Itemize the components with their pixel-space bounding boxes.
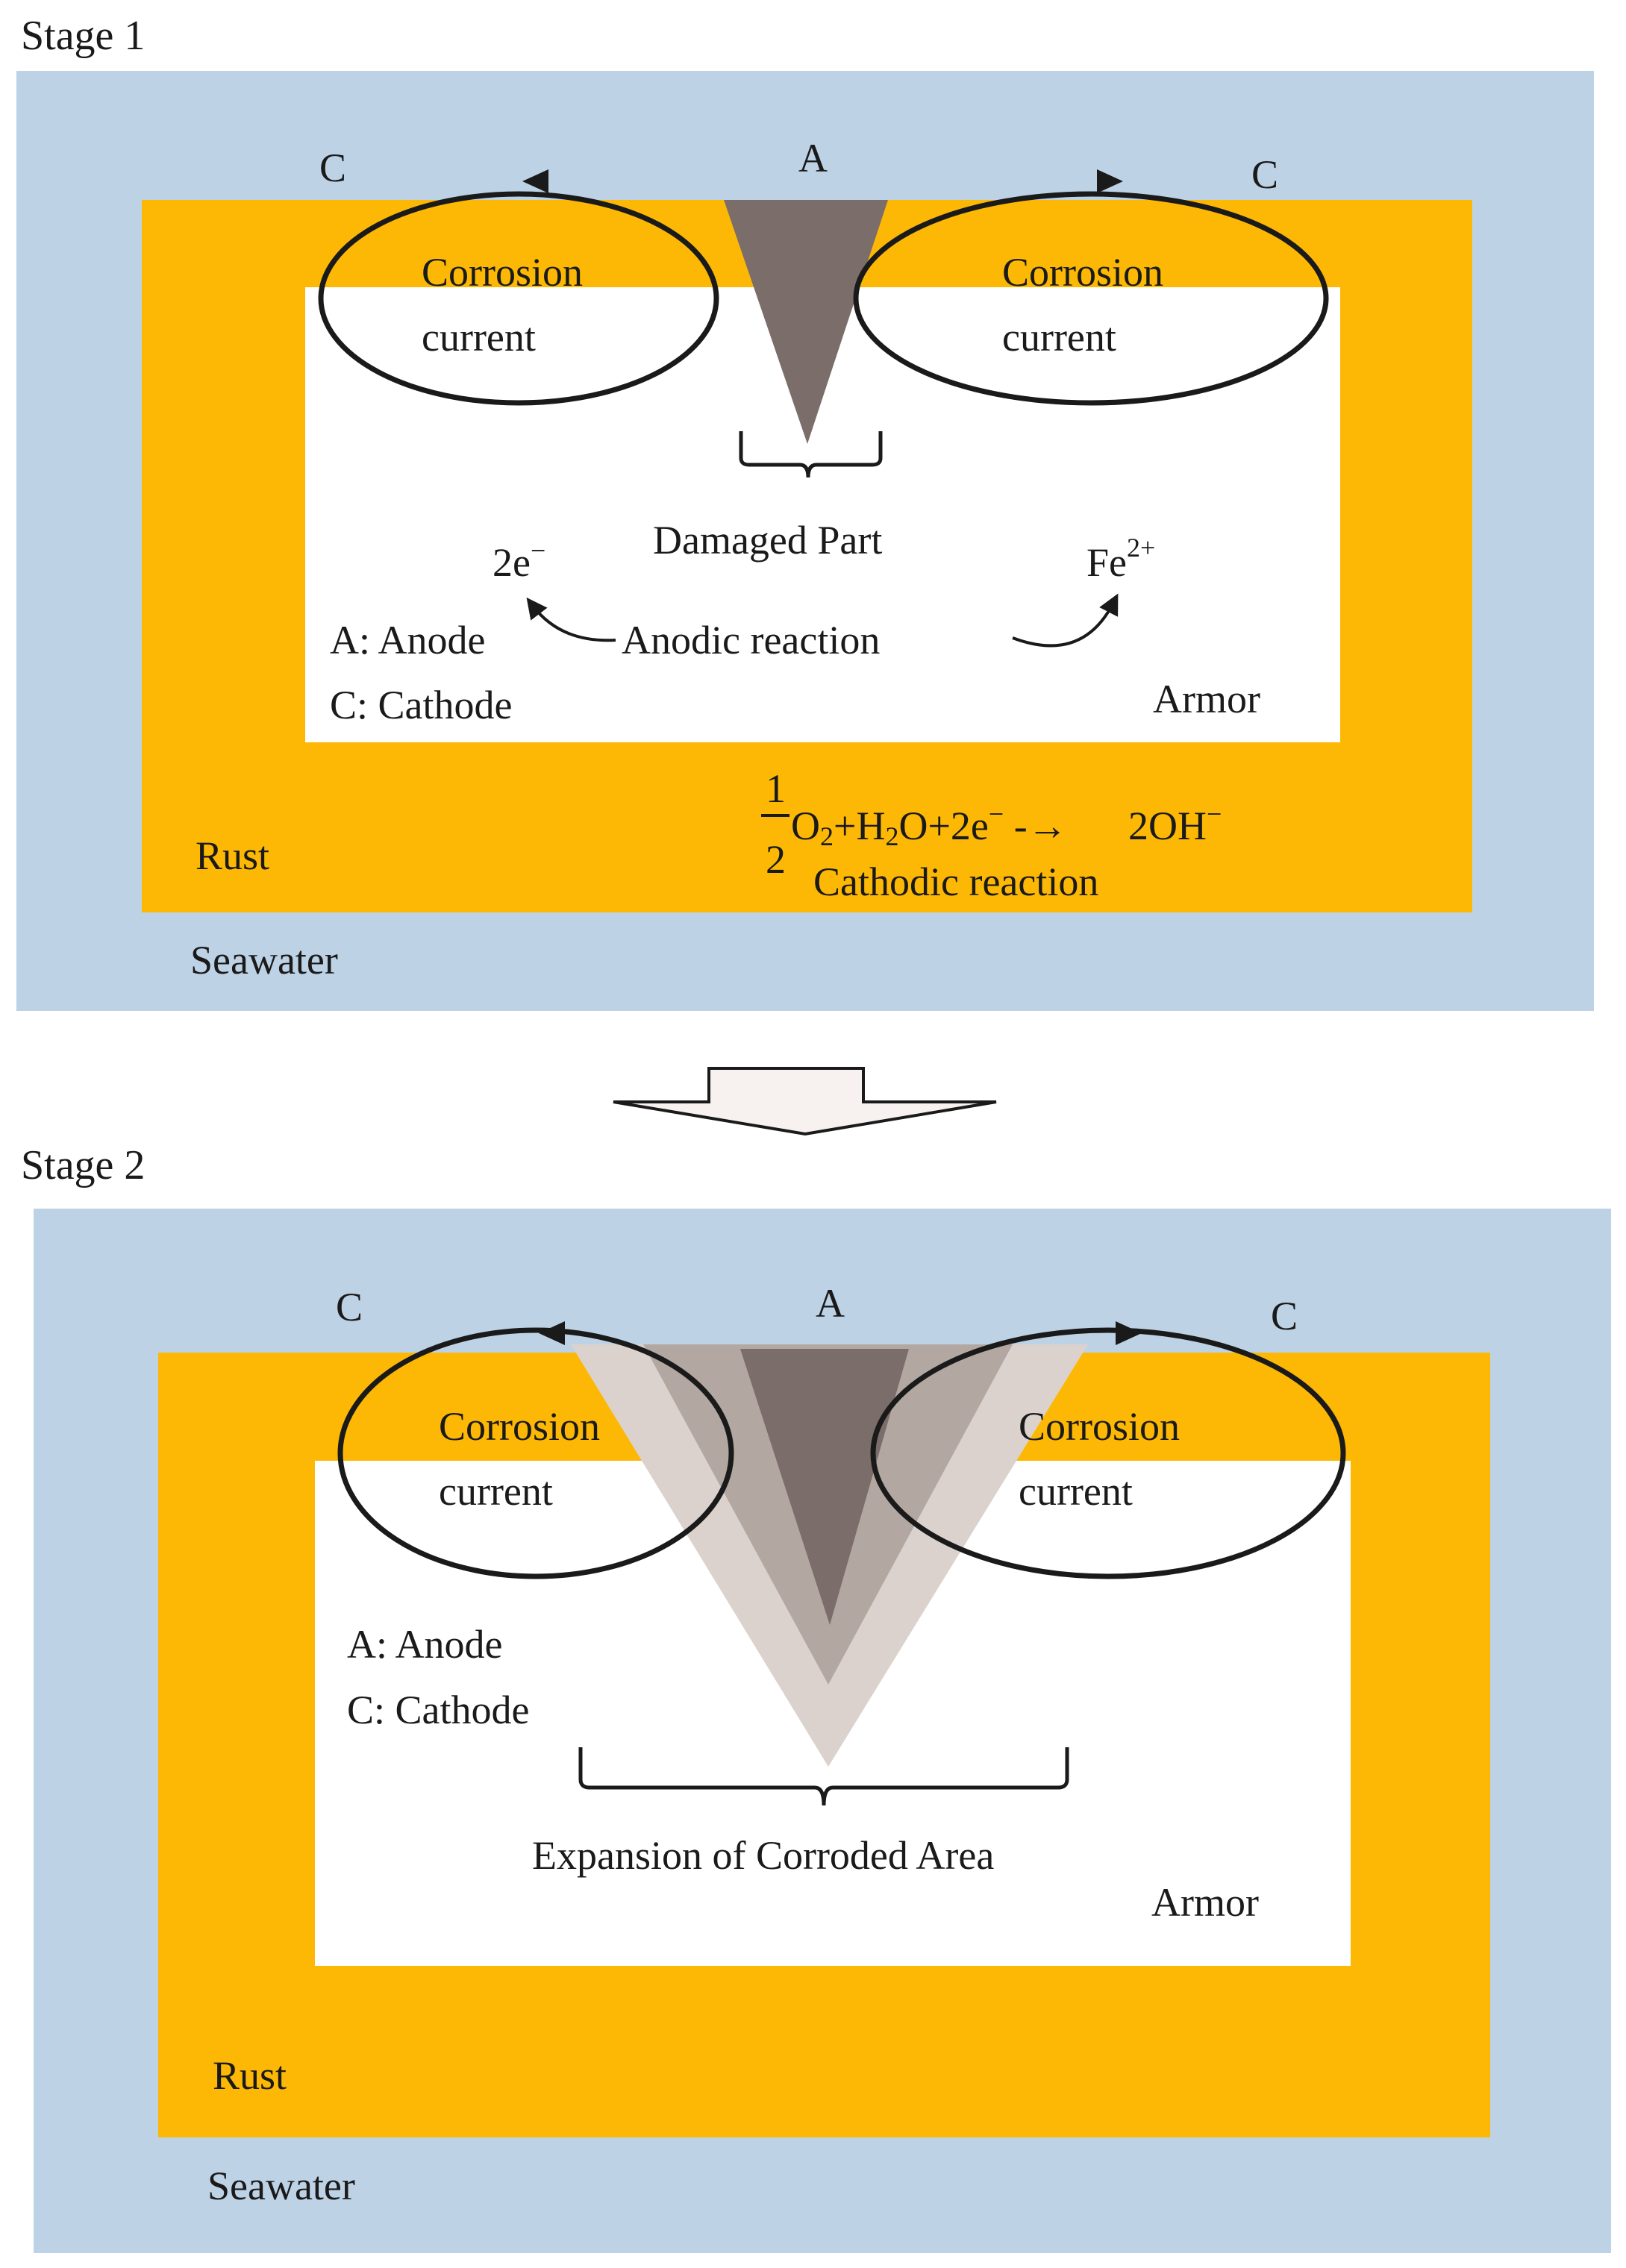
stage2-anode-label: A [816,1281,845,1326]
stage1-left-loop-arrow [522,169,548,193]
stage2-right-current-loop [870,1327,1346,1579]
stage1-left-loop-line2: current [422,315,536,360]
stage1-right-loop-line2: current [1002,315,1116,360]
stage1-anode-label: A [798,136,828,181]
equation-numerator: 1 [766,766,786,811]
stage1-anodic-reaction: Anodic reaction [622,618,880,662]
equation-body: O2+H2O+2e− -→ [791,799,1068,851]
stage2-legend-cathode: C: Cathode [347,1688,529,1732]
stage2-left-loop-line1: Corrosion [439,1404,600,1449]
stage1-electrons: 2e− [493,536,545,585]
stage1-right-current-loop [853,191,1329,406]
stage2-legend-anode: A: Anode [347,1622,503,1667]
stage2-seawater-label: Seawater [207,2164,355,2208]
stage1-left-loop-line1: Corrosion [422,250,583,295]
stage2-cathode-right-label: C [1271,1294,1298,1338]
stage-transition-arrow [613,1067,997,1136]
stage2-pit-inner [740,1349,909,1625]
stage1-right-loop-line1: Corrosion [1002,250,1163,295]
stage1-cathodic-reaction: Cathodic reaction [813,859,1098,904]
stage2-right-loop-line1: Corrosion [1019,1404,1180,1449]
stage1-title: Stage 1 [21,13,145,59]
stage1-cathode-right-label: C [1251,152,1278,197]
stage1-legend-cathode: C: Cathode [330,683,512,727]
equation-product: 2OH− [1128,799,1222,848]
stage2-right-loop-arrow [1116,1321,1142,1345]
stage1-rust-label: Rust [196,833,269,878]
stage1-right-loop-arrow [1097,169,1123,193]
stage2-left-loop-line2: current [439,1469,553,1514]
stage2-rust-label: Rust [213,2053,287,2098]
stage2-armor-label: Armor [1151,1880,1259,1925]
stage2-cathode-left-label: C [336,1285,363,1329]
stage1-cathodic-equation: 1 2 O2+H2O+2e− -→ 2OH− [761,766,1222,882]
stage1-legend-anode: A: Anode [330,618,486,662]
stage2-expansion-label: Expansion of Corroded Area [532,1833,994,1878]
stage1-ion-arrow [1012,593,1119,648]
stage1-left-current-loop [318,191,719,406]
stage2-left-current-loop [337,1327,734,1579]
stage1-ferrous-ion: Fe2+ [1086,533,1155,585]
stage1-cathode-left-label: C [319,145,346,190]
stage2-left-loop-arrow [539,1321,565,1345]
stage1-damaged-brace [739,431,883,478]
equation-denominator: 2 [766,837,786,882]
stage2-right-loop-line2: current [1019,1469,1133,1514]
stage1-seawater-label: Seawater [190,938,338,983]
stage1-electron-arrow [526,597,616,642]
stage1-damaged-pit [724,200,888,444]
stage2-expansion-brace [578,1747,1069,1806]
stage2-title: Stage 2 [21,1142,145,1188]
stage1-damaged-part-label: Damaged Part [653,518,882,563]
stage1-armor-label: Armor [1153,677,1260,721]
